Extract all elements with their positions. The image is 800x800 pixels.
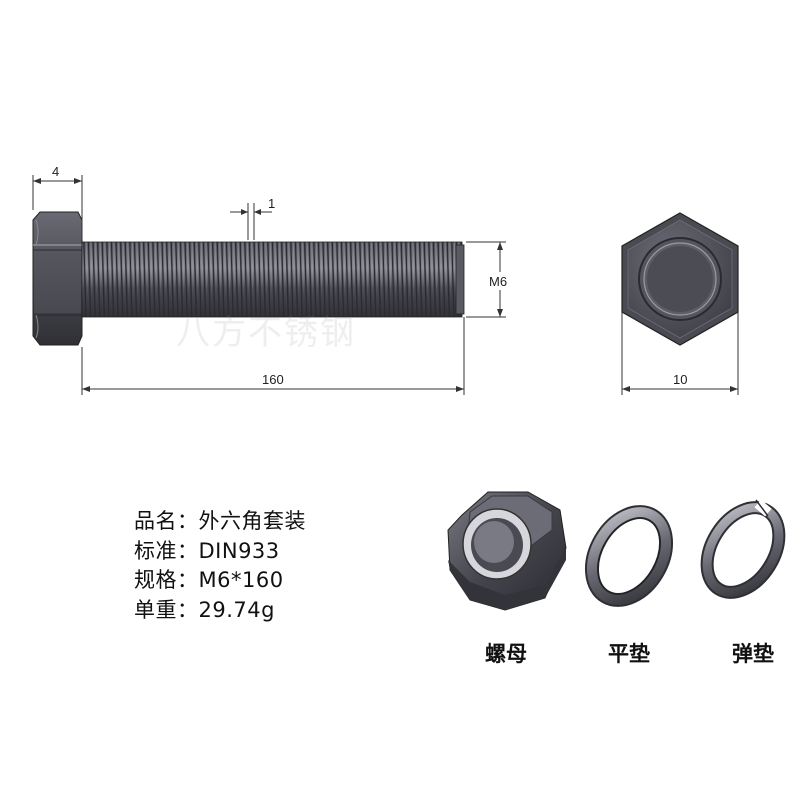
nut-illustration (447, 491, 567, 611)
spec-separator: ： (177, 597, 199, 622)
spec-list: 品名：外六角套装 标准：DIN933 规格：M6*160 单重：29.74g (134, 507, 306, 625)
spec-label: 品名 (134, 509, 177, 533)
spec-value: M6*160 (198, 568, 284, 592)
flat-washer-label: 平垫 (608, 642, 650, 666)
spring-washer-illustration (700, 499, 786, 599)
spec-label: 单重 (134, 597, 177, 622)
dim-length-label: 160 (262, 372, 284, 387)
dim-head-height-label: 4 (52, 164, 59, 179)
dim-across-flats-label: 10 (673, 372, 687, 387)
spec-value: 外六角套装 (198, 509, 306, 533)
spec-value: DIN933 (198, 538, 280, 563)
bolt-head (32, 211, 83, 346)
spec-row-standard: 标准：DIN933 (134, 537, 306, 567)
dim-pitch (230, 203, 272, 240)
bolt-side-view (32, 211, 465, 346)
watermark: 八方不锈钢 (176, 313, 356, 353)
dim-across-flats (621, 312, 739, 395)
flat-washer-illustration (585, 505, 673, 607)
spec-separator: ： (177, 509, 199, 533)
spec-row-name: 品名：外六角套装 (134, 507, 306, 537)
bolt-end-view (621, 212, 739, 346)
dim-head-height (32, 175, 83, 240)
dim-thread-label: M6 (489, 274, 507, 289)
spec-separator: ： (177, 568, 199, 592)
nut-label: 螺母 (485, 642, 527, 666)
spec-label: 规格 (134, 568, 177, 592)
bolt-shaft (81, 241, 465, 318)
spec-value: 29.74g (198, 597, 275, 622)
spec-label: 标准 (134, 538, 177, 563)
dim-pitch-label: 1 (268, 196, 275, 211)
spec-row-size: 规格：M6*160 (134, 566, 306, 596)
dim-length (81, 317, 465, 395)
spring-washer-label: 弹垫 (732, 642, 774, 666)
spec-row-weight: 单重：29.74g (134, 596, 306, 626)
spec-separator: ： (177, 538, 199, 563)
